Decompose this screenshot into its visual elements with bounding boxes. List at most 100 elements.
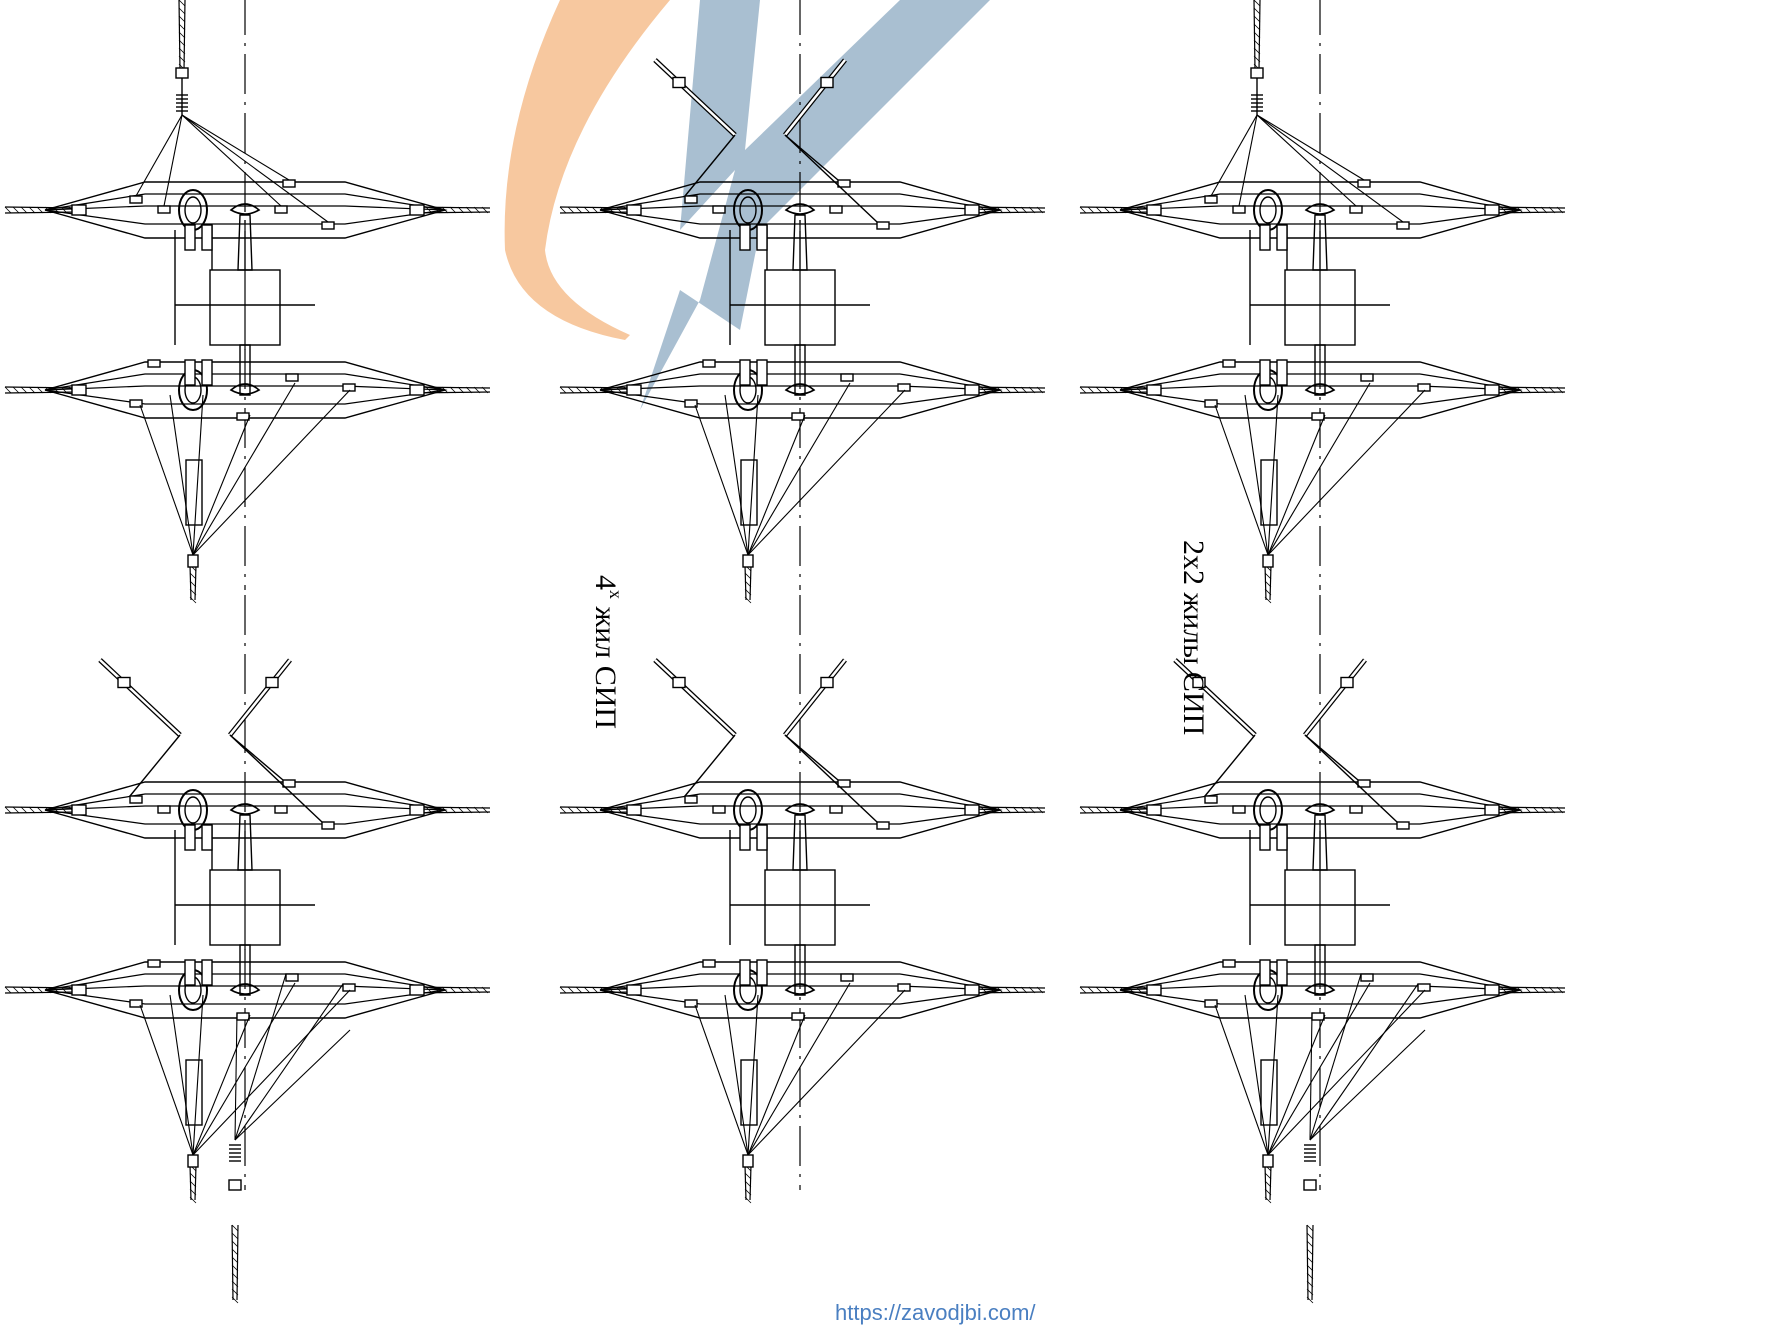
wire	[1119, 386, 1127, 394]
wire	[189, 1196, 197, 1204]
fuse-box	[185, 1059, 203, 1126]
cable-strand	[1264, 564, 1267, 601]
wire	[591, 986, 599, 994]
wire	[599, 386, 607, 394]
wire	[567, 206, 575, 214]
cable-end	[1484, 984, 1500, 996]
wire	[607, 386, 615, 394]
wire	[1004, 206, 1012, 214]
cable-strand	[1079, 386, 1156, 389]
cable-end	[1146, 204, 1162, 216]
wire	[1548, 386, 1556, 394]
cable-strand	[4, 806, 81, 809]
wire	[1127, 206, 1135, 214]
wire	[36, 386, 44, 394]
connector	[157, 205, 171, 214]
wire	[744, 1196, 752, 1204]
hook	[229, 803, 261, 815]
wire	[441, 206, 449, 214]
connector	[129, 795, 143, 804]
anchor-assembly	[4, 0, 491, 604]
wire	[615, 386, 623, 394]
connector	[840, 973, 854, 982]
hook-rod	[1312, 814, 1328, 871]
hook-rod	[792, 214, 808, 271]
wire	[591, 206, 599, 214]
connector	[837, 779, 851, 788]
cable-strand	[559, 806, 636, 809]
conductor	[599, 193, 1001, 211]
clamp	[184, 824, 196, 851]
website-link[interactable]: https://zavodjbi.com/	[835, 1300, 1036, 1325]
wire	[1087, 386, 1095, 394]
wire	[1267, 1014, 1326, 1156]
wire	[231, 1224, 239, 1232]
wire	[1020, 206, 1028, 214]
connector	[1360, 373, 1374, 382]
wire	[744, 588, 752, 596]
cable-strand	[1258, 0, 1261, 71]
label-2x2-core-sip: 2х2 жилы СИП	[1177, 540, 1210, 736]
wire	[1127, 986, 1135, 994]
connector	[1204, 999, 1218, 1008]
wire	[784, 134, 878, 223]
cable-strand	[178, 0, 181, 71]
wire	[575, 986, 583, 994]
wire	[28, 386, 36, 394]
wire	[60, 806, 68, 814]
wire	[178, 15, 186, 23]
wire	[441, 806, 449, 814]
wire	[1306, 1272, 1314, 1280]
cable-end	[71, 804, 87, 816]
cable-strand	[744, 564, 747, 601]
hook-rod	[792, 814, 808, 871]
cable-end	[820, 76, 834, 89]
clamp	[1276, 824, 1288, 851]
anchor-assembly	[4, 595, 491, 1304]
wire	[178, 7, 186, 15]
connector	[1232, 805, 1246, 814]
wire	[163, 114, 183, 207]
clamp	[201, 824, 213, 851]
conductor	[599, 805, 1001, 811]
conductor	[44, 205, 446, 211]
wire	[747, 994, 759, 1156]
wire	[784, 59, 846, 136]
clamp	[184, 959, 196, 986]
wire	[12, 986, 20, 994]
wire	[1214, 1004, 1269, 1156]
wire	[181, 114, 282, 207]
connector	[684, 399, 698, 408]
wire	[1256, 114, 1404, 223]
connector	[829, 805, 843, 814]
wire	[1119, 806, 1127, 814]
conductor	[1119, 793, 1521, 811]
connector	[157, 805, 171, 814]
wire	[1532, 986, 1540, 994]
conductor	[44, 373, 446, 391]
connector	[897, 983, 911, 992]
wire	[1306, 1224, 1314, 1232]
wire	[1508, 206, 1516, 214]
wire	[575, 806, 583, 814]
wire	[473, 986, 481, 994]
conductor	[599, 385, 1001, 391]
wire	[192, 982, 296, 1156]
wire	[1524, 986, 1532, 994]
wire	[1253, 7, 1261, 15]
clamp	[756, 224, 768, 251]
wire	[473, 806, 481, 814]
wire	[1253, 47, 1261, 55]
conductor	[599, 389, 1001, 405]
wire	[1004, 986, 1012, 994]
wire	[20, 206, 28, 214]
wire	[433, 806, 441, 814]
wire	[747, 389, 906, 556]
wire	[1264, 572, 1272, 580]
wire	[1508, 806, 1516, 814]
conductor	[1119, 805, 1521, 811]
clamp	[1276, 359, 1288, 386]
wire	[1267, 989, 1426, 1156]
wire	[433, 386, 441, 394]
cable-end	[626, 984, 642, 996]
